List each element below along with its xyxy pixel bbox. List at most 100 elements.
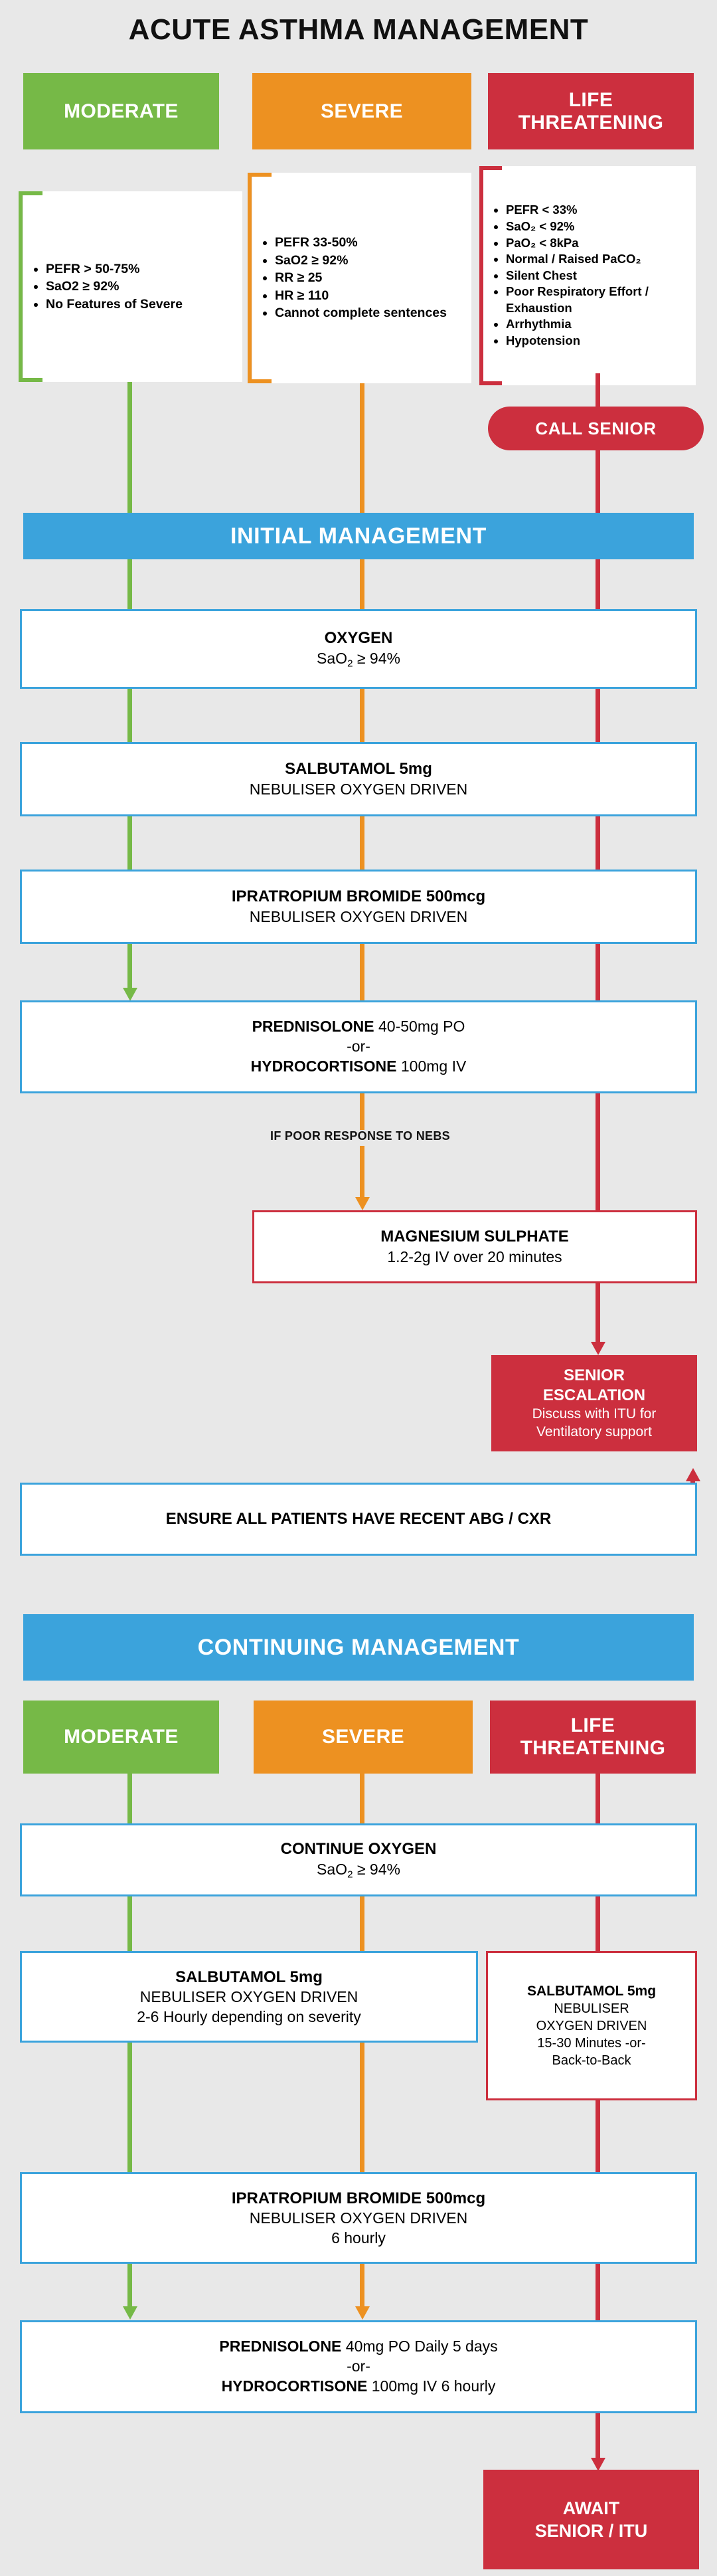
steroid-line-1: PREDNISOLONE 40mg PO Daily 5 days (219, 2337, 497, 2357)
criteria-list-moderate: PEFR > 50-75% SaO2 ≥ 92% No Features of … (23, 260, 189, 314)
criteria-item: Cannot complete sentences (275, 304, 447, 322)
connector-green-c1 (127, 1774, 132, 1823)
await-line-2: SENIOR / ITU (534, 2521, 648, 2541)
connector-call-senior-to-initial (596, 449, 600, 513)
connector-orange-c2 (360, 1896, 364, 1951)
treatment-detail-2: 6 hourly (331, 2229, 386, 2247)
connector-red-6 (596, 1283, 600, 1347)
steroid-line-2: HYDROCORTISONE 100mg IV (251, 1057, 467, 1077)
treatment-detail: NEBULISER OXYGEN DRIVEN (249, 907, 468, 925)
severity-header-severe-continuing-label: SEVERE (321, 1726, 405, 1748)
connector-red-3 (596, 816, 600, 870)
severity-header-moderate-continuing-label: MODERATE (64, 1726, 179, 1748)
connector-red-c4 (596, 2264, 600, 2320)
treatment-title: IPRATROPIUM BROMIDE 500mcg (231, 2189, 486, 2207)
connector-green-2 (127, 689, 132, 742)
severity-header-severe[interactable]: SEVERE (252, 73, 471, 149)
criteria-item: HR ≥ 110 (275, 287, 447, 305)
steroid-drug-1: PREDNISOLONE (219, 2338, 342, 2355)
criteria-item: Silent Chest (506, 268, 689, 284)
criteria-item: PEFR > 50-75% (46, 260, 183, 278)
poor-response-caption: IF POOR RESPONSE TO NEBS (270, 1129, 450, 1143)
criteria-item: Poor Respiratory Effort / Exhaustion (506, 284, 689, 316)
arrowhead-red-to-await (591, 2458, 605, 2471)
page-title: ACUTE ASTHMA MANAGEMENT (128, 13, 589, 46)
treatment-detail-2: 2-6 Hourly depending on severity (137, 2007, 361, 2025)
connector-green-c2 (127, 1896, 132, 1951)
connector-red-4 (596, 944, 600, 1000)
criteria-box-severe: PEFR 33-50% SaO2 ≥ 92% RR ≥ 25 HR ≥ 110 … (252, 173, 471, 383)
treatment-detail-1: NEBULISER OXYGEN DRIVEN (249, 2209, 468, 2227)
treatment-box-continue-oxygen: CONTINUE OXYGEN SaO2 ≥ 94% (20, 1823, 697, 1896)
connector-orange-3 (360, 816, 364, 870)
treatment-box-oxygen: OXYGEN SaO2 ≥ 94% (20, 609, 697, 689)
connector-orange-2 (360, 689, 364, 742)
criteria-list-severe: PEFR 33-50% SaO2 ≥ 92% RR ≥ 25 HR ≥ 110 … (252, 234, 453, 322)
arrowhead-red-to-escalation (591, 1342, 605, 1355)
steroid-dose-2: 100mg IV (396, 1057, 467, 1075)
connector-red-2 (596, 689, 600, 742)
criteria-item: PaO₂ < 8kPa (506, 235, 689, 252)
criteria-box-life-threatening: PEFR < 33% SaO₂ < 92% PaO₂ < 8kPa Normal… (483, 166, 696, 385)
criteria-item: Arrhythmia (506, 316, 689, 333)
connector-green-1 (127, 559, 132, 609)
treatment-detail-1: NEBULISER OXYGEN DRIVEN (139, 1987, 358, 2005)
senior-escalation-line-2: ESCALATION (542, 1386, 646, 1405)
connector-orange-c3 (360, 2043, 364, 2172)
severity-header-life-threatening[interactable]: LIFE THREATENING (488, 73, 694, 149)
steroid-dose-2: 100mg IV 6 hourly (367, 2377, 496, 2395)
severity-header-life-threatening-continuing[interactable]: LIFE THREATENING (490, 1701, 696, 1774)
treatment-title: OXYGEN (324, 629, 393, 648)
treatment-detail: SaO2 ≥ 94% (317, 1860, 400, 1880)
connector-green-4 (127, 944, 132, 988)
connector-red-1 (596, 559, 600, 609)
connector-orange-c1 (360, 1774, 364, 1823)
connector-orange-1 (360, 559, 364, 609)
treatment-detail: NEBULISER OXYGEN DRIVEN (249, 780, 468, 798)
treatment-box-steroid-initial: PREDNISOLONE 40-50mg PO -or- HYDROCORTIS… (20, 1000, 697, 1093)
severity-header-severe-label: SEVERE (320, 100, 404, 122)
criteria-item: RR ≥ 25 (275, 269, 447, 287)
senior-escalation-line-4: Ventilatory support (536, 1424, 652, 1439)
connector-orange-5a (360, 1093, 364, 1130)
banner-continuing-management-label: CONTINUING MANAGEMENT (197, 1634, 520, 1660)
arrowhead-orange-to-steroid-continuing (355, 2306, 370, 2320)
treatment-title: MAGNESIUM SULPHATE (380, 1228, 569, 1246)
connector-orange-4 (360, 944, 364, 1000)
connector-lt-to-call-senior (596, 373, 600, 407)
criteria-box-moderate: PEFR > 50-75% SaO2 ≥ 92% No Features of … (23, 191, 242, 382)
severity-header-severe-continuing[interactable]: SEVERE (254, 1701, 473, 1774)
steroid-drug-2: HYDROCORTISONE (250, 1057, 397, 1075)
criteria-item: PEFR < 33% (506, 202, 689, 219)
treatment-box-ipratropium-continuing: IPRATROPIUM BROMIDE 500mcg NEBULISER OXY… (20, 2172, 697, 2264)
connector-orange-5b (360, 1146, 364, 1202)
banner-initial-management: INITIAL MANAGEMENT (23, 513, 694, 559)
steroid-or: -or- (347, 2357, 370, 2375)
connector-green-c4 (127, 2264, 132, 2310)
abg-cxr-box: ENSURE ALL PATIENTS HAVE RECENT ABG / CX… (20, 1483, 697, 1556)
treatment-detail-2: OXYGEN DRIVEN (536, 2019, 647, 2034)
treatment-title: CONTINUE OXYGEN (280, 1840, 437, 1859)
connector-red-c5 (596, 2413, 600, 2461)
treatment-box-salbutamol: SALBUTAMOL 5mg NEBULISER OXYGEN DRIVEN (20, 742, 697, 816)
severity-header-moderate-label: MODERATE (64, 100, 179, 122)
treatment-detail-3: 15-30 Minutes -or- (537, 2036, 646, 2051)
connector-red-5 (596, 1093, 600, 1210)
steroid-line-2: HYDROCORTISONE 100mg IV 6 hourly (222, 2377, 496, 2397)
severity-header-life-threatening-continuing-label-2: THREATENING (520, 1737, 666, 1759)
senior-escalation-line-1: SENIOR (563, 1366, 625, 1384)
await-line-1: AWAIT (562, 2498, 620, 2518)
treatment-title: IPRATROPIUM BROMIDE 500mcg (231, 887, 486, 906)
connector-red-c1 (596, 1774, 600, 1823)
connector-red-c2 (596, 1896, 600, 1951)
treatment-detail: 1.2-2g IV over 20 minutes (387, 1247, 562, 1265)
severity-header-moderate-continuing[interactable]: MODERATE (23, 1701, 219, 1774)
severity-header-moderate[interactable]: MODERATE (23, 73, 219, 149)
call-senior-badge[interactable]: CALL SENIOR (488, 407, 704, 450)
connector-red-c3 (596, 2100, 600, 2172)
criteria-item: Normal / Raised PaCO₂ (506, 251, 689, 268)
treatment-detail: SaO2 ≥ 94% (317, 649, 400, 669)
connector-severe-to-initial (360, 383, 364, 513)
connector-orange-c4 (360, 2264, 364, 2310)
treatment-detail-1: NEBULISER (554, 2001, 629, 2017)
